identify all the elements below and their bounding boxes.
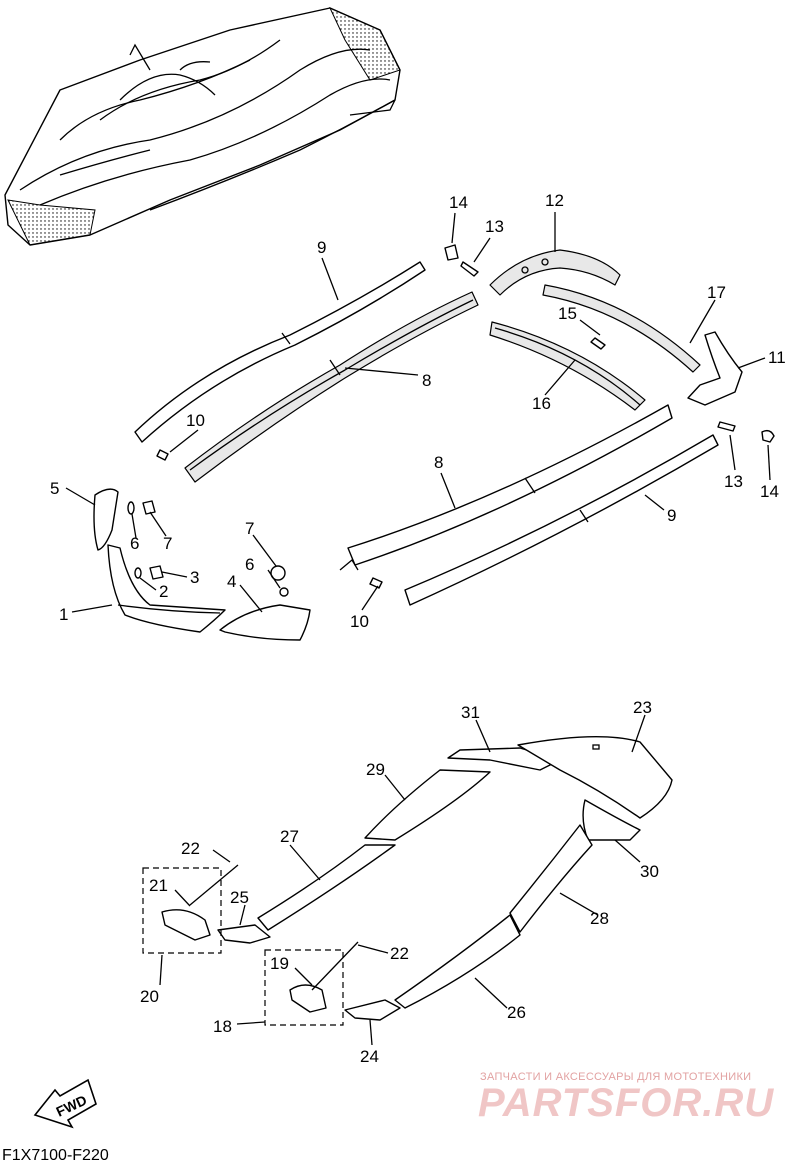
cover-part-1 <box>107 544 226 633</box>
callout-17: 17 <box>707 283 726 302</box>
callout-22: 22 <box>181 839 200 858</box>
callout-13: 13 <box>485 217 504 236</box>
mat-part-24 <box>344 999 401 1021</box>
callout-20: 20 <box>140 987 159 1006</box>
callout-30: 30 <box>640 862 659 881</box>
callout-8: 8 <box>422 371 431 390</box>
strip-part-17 <box>542 284 701 373</box>
callout-7: 7 <box>245 519 254 538</box>
callout-14: 14 <box>760 482 779 501</box>
mat-part-23 <box>517 735 673 819</box>
callout-1: 1 <box>59 605 68 624</box>
callout-24: 24 <box>360 1047 379 1066</box>
watermark-caption: ЗАПЧАСТИ И АКСЕССУАРЫ ДЛЯ МОТОТЕХНИКИ <box>480 1071 751 1083</box>
callout-8: 8 <box>434 453 443 472</box>
hardware-parts <box>93 244 775 597</box>
pin-part-22-lower <box>311 941 359 991</box>
bracket-part-12 <box>489 249 621 296</box>
callout-9: 9 <box>317 238 326 257</box>
callout-6: 6 <box>245 555 254 574</box>
callout-31: 31 <box>461 703 480 722</box>
callout-27: 27 <box>280 827 299 846</box>
watermark: ЗАПЧАСТИ И АКСЕССУАРЫ ДЛЯ МОТОТЕХНИКИ PA… <box>478 1071 774 1125</box>
callout-19: 19 <box>270 954 289 973</box>
callout-13: 13 <box>724 472 743 491</box>
callout-labels: 9 14 13 12 17 15 16 11 8 10 8 9 13 14 5 … <box>50 191 786 1066</box>
callout-23: 23 <box>633 698 652 717</box>
mat-part-28 <box>509 824 593 933</box>
callout-18: 18 <box>213 1017 232 1036</box>
callout-11: 11 <box>768 348 786 367</box>
callout-15: 15 <box>558 304 577 323</box>
watercraft-illustration <box>4 7 401 246</box>
callout-10: 10 <box>350 612 369 631</box>
rail-part-8-right <box>339 404 673 571</box>
callout-9: 9 <box>667 506 676 525</box>
mat-part-26 <box>394 914 521 1009</box>
callout-28: 28 <box>590 909 609 928</box>
mat-part-30 <box>582 799 641 841</box>
leader-lines <box>65 212 771 1046</box>
callout-26: 26 <box>507 1003 526 1022</box>
callout-14: 14 <box>449 193 468 212</box>
strip-part-9-right <box>404 434 719 606</box>
mat-part-27 <box>257 844 396 931</box>
callout-5: 5 <box>50 479 59 498</box>
mat-part-29 <box>364 769 491 841</box>
callout-12: 12 <box>545 191 564 210</box>
callout-3: 3 <box>190 568 199 587</box>
callout-4: 4 <box>227 572 236 591</box>
callout-2: 2 <box>159 582 168 601</box>
callout-6: 6 <box>130 534 139 553</box>
diagram-code: F1X7100-F220 <box>2 1147 109 1162</box>
group-box-18 <box>264 949 344 1026</box>
callout-10: 10 <box>186 411 205 430</box>
bracket-part-19 <box>289 984 327 1013</box>
fwd-arrow-icon: FWD <box>33 1078 97 1129</box>
bracket-part-11 <box>687 331 743 406</box>
bracket-part-21 <box>161 909 211 941</box>
group-box-20 <box>142 867 222 954</box>
pin-part-22-upper <box>189 864 239 906</box>
rail-part-8-left <box>184 291 479 483</box>
callout-22: 22 <box>390 944 409 963</box>
callout-25: 25 <box>230 888 249 907</box>
watermark-brand: PARTSFOR.RU <box>478 1081 774 1125</box>
callout-21: 21 <box>149 876 168 895</box>
callout-16: 16 <box>532 394 551 413</box>
cover-part-4 <box>219 604 311 641</box>
strip-part-9-left <box>134 261 426 443</box>
mat-part-25 <box>217 924 271 944</box>
callout-7: 7 <box>163 534 172 553</box>
rail-part-16 <box>489 321 646 411</box>
callout-29: 29 <box>366 760 385 779</box>
